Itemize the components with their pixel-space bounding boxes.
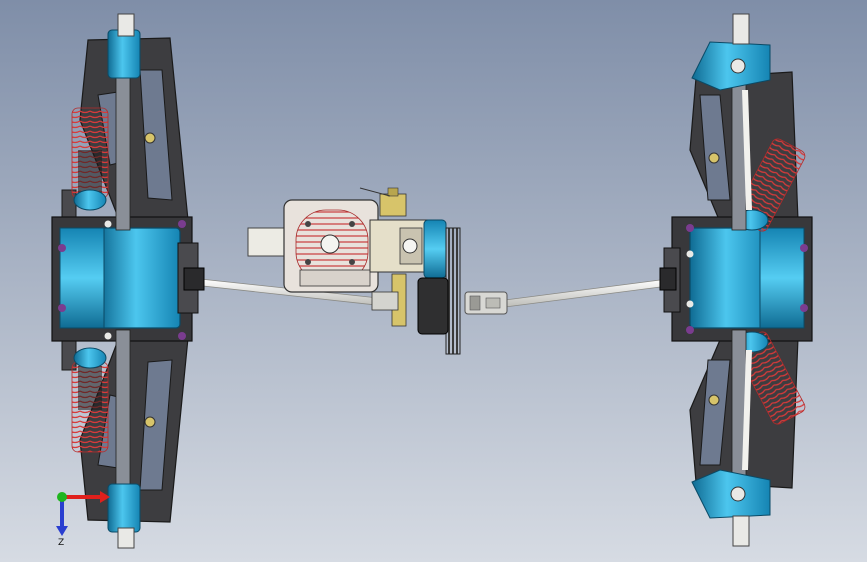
front-hub-bottom xyxy=(107,483,141,533)
front-hub-top xyxy=(107,29,141,79)
front-suspension-assembly[interactable] xyxy=(51,13,205,549)
triad-z-label: Z xyxy=(58,538,64,548)
front-tie-rod-bottom xyxy=(115,329,131,501)
engine-carburetor xyxy=(379,193,407,217)
rear-suspension-assembly[interactable] xyxy=(659,13,813,547)
engine-exhaust-stub xyxy=(247,227,289,257)
front-diff-housing xyxy=(99,227,181,329)
engine-assembly[interactable] xyxy=(247,187,461,355)
coordinate-triad-icon: Z xyxy=(56,491,110,548)
front-tie-rod-top xyxy=(115,59,131,231)
clutch-bell xyxy=(423,219,447,279)
engine-glow-plug xyxy=(320,234,340,254)
rear-diff-housing xyxy=(689,227,771,329)
